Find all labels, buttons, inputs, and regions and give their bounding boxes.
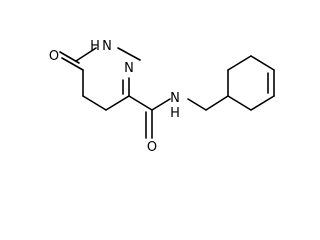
- bond-n1-n2: [117, 47, 141, 61]
- bond-c6-o-double: [59, 51, 80, 64]
- bond-c4-c5: [82, 95, 107, 111]
- atom-label-amide-h: H: [170, 106, 180, 121]
- atom-label-amide-n: N: [170, 91, 180, 106]
- bond-c3-camide: [128, 95, 153, 111]
- bond-camide-n: [151, 98, 171, 111]
- atom-label-nh-h: H: [90, 39, 100, 54]
- bond-c3-c4: [105, 95, 130, 111]
- atom-label-ring-n: N: [124, 61, 134, 76]
- bond-cy5-cy6: [250, 95, 275, 111]
- bond-cy3-cy4: [250, 55, 275, 71]
- bond-ch2-c1ring: [205, 95, 229, 111]
- bond-cy2-cy3: [227, 55, 252, 71]
- bond-cy6-cy1: [227, 95, 252, 111]
- bond-c6-n1: [75, 47, 97, 62]
- atom-label-ketone-o: O: [49, 49, 59, 64]
- atom-label-nh-n: N: [102, 39, 112, 54]
- structure-canvas: H N N O N H O: [48, 39, 275, 155]
- bond-n-ch2: [187, 98, 207, 111]
- bond-c6-o: [61, 57, 84, 71]
- molecule-diagram: H N N O N H O: [49, 39, 275, 155]
- atom-label-amide-o: O: [147, 140, 157, 155]
